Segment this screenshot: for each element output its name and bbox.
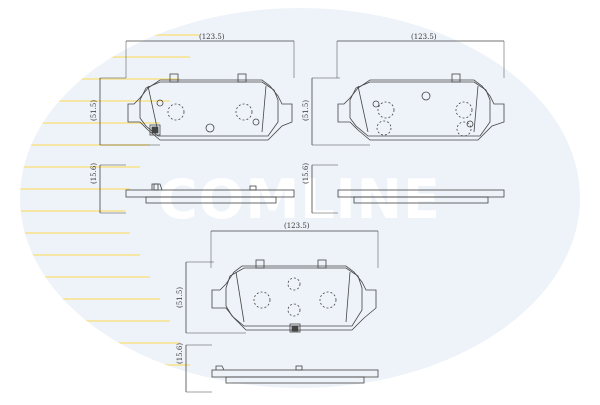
backing-plate-outline — [127, 79, 293, 141]
height-dimension-label: (51.5) — [176, 287, 184, 308]
pad-top-right-side: (15.6) — [302, 163, 505, 214]
backing-plate-outline — [337, 79, 505, 141]
mounting-hole — [235, 103, 253, 121]
wear-groove — [473, 85, 479, 133]
mounting-hole — [456, 121, 472, 137]
mounting-hole — [319, 291, 337, 309]
locating-pin — [205, 123, 215, 133]
wear-groove — [147, 85, 159, 133]
watermark-brand-text: COMLINE — [158, 168, 441, 231]
wear-groove — [345, 271, 351, 323]
comline-watermark: COMLINE — [20, 8, 580, 388]
thickness-dimension-label: (15.6) — [302, 163, 310, 184]
wear-groove — [261, 85, 267, 133]
friction-layer-side — [145, 196, 277, 204]
mounting-hole — [455, 101, 473, 119]
height-dimension-label: (51.5) — [302, 100, 310, 121]
width-dimension-label: (123.5) — [411, 33, 437, 41]
mounting-hole — [376, 120, 392, 136]
wear-indicator — [149, 124, 161, 136]
wear-indicator — [289, 323, 301, 333]
retaining-tab — [451, 73, 461, 83]
wear-groove — [357, 85, 369, 133]
mounting-hole — [287, 277, 301, 291]
width-dimension-label: (123.5) — [199, 33, 225, 41]
retaining-tab — [317, 259, 327, 269]
friction-layer-side — [353, 196, 489, 204]
side-clip — [215, 365, 225, 371]
pad-top-left-face: (123.5) (51.5) — [90, 33, 295, 146]
locating-pin — [421, 91, 431, 101]
width-dimension-label: (123.5) — [284, 222, 310, 230]
thickness-dimension-label: (15.6) — [176, 343, 184, 364]
wear-groove — [235, 271, 245, 323]
pad-top-right-face: (123.5) (51.5) — [302, 33, 505, 146]
pad-bottom-face: (123.5) (51.5) — [176, 222, 379, 334]
mounting-hole — [287, 303, 301, 317]
retaining-tab — [169, 73, 179, 83]
watermark-ellipse — [20, 8, 580, 388]
retaining-tab — [255, 259, 265, 269]
mounting-hole — [167, 103, 185, 121]
friction-material-outline — [139, 81, 279, 137]
thickness-dimension-label: (15.6) — [90, 163, 98, 184]
mounting-hole — [253, 291, 271, 309]
pad-top-left-side: (15.6) — [90, 163, 295, 214]
friction-material-outline — [225, 267, 363, 327]
pad-bottom-side: (15.6) — [176, 343, 379, 393]
friction-material-outline — [349, 81, 491, 137]
height-dimension-label: (51.5) — [90, 100, 98, 121]
friction-layer-side — [225, 376, 365, 384]
retaining-tab — [237, 73, 247, 83]
mounting-hole — [377, 101, 395, 119]
